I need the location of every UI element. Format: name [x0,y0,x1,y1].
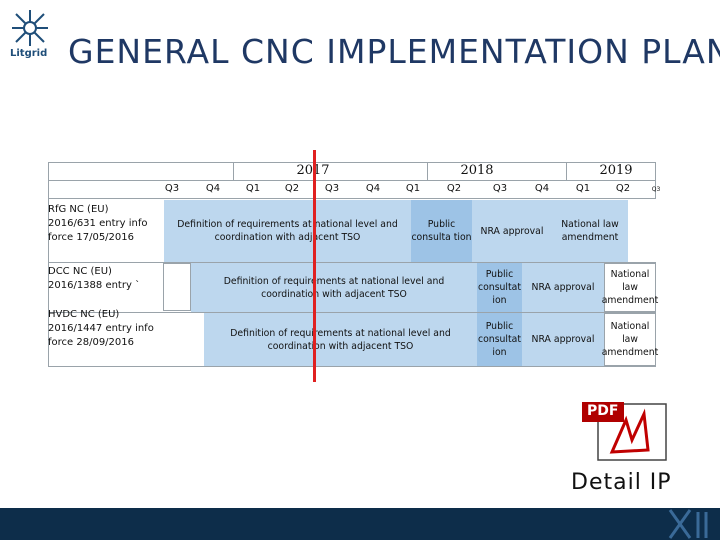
detail-ip-link[interactable]: Detail IP [571,470,672,495]
page-title: GENERAL CNC IMPLEMENTATION PLAN [68,32,720,71]
definition-bar: Definition of requirements at national l… [164,200,411,262]
quarter-label: Q1 [575,183,591,194]
national-law-cell: National law amendment [602,313,658,366]
quarter-label: Q3 [651,186,661,193]
year-2019: 2019 [599,163,633,178]
quarter-label: Q2 [284,183,300,194]
public-consultation-cell: Public consultat ion [477,263,522,312]
empty-cell [163,263,191,311]
pdf-icon [582,402,667,461]
row-label-hvdc: HVDC NC (EU) 2016/1447 entry info force … [48,309,154,348]
quarter-label: Q1 [245,183,261,194]
national-law-cell: National law amendment [602,263,658,312]
litgrid-logo [10,8,50,60]
footer-bar [0,508,720,540]
nra-approval-cell: NRA approval [472,200,552,262]
row-label-dcc: DCC NC (EU) 2016/1388 entry ` [48,266,141,291]
quarter-label: Q1 [405,183,421,194]
quarter-label: Q3 [324,183,340,194]
definition-bar: Definition of requirements at national l… [204,313,477,366]
pdf-document-link[interactable]: PDF [582,400,672,462]
national-law-cell: National law amendment [552,200,628,262]
quarter-label: Q3 [492,183,508,194]
quarter-label: Q4 [205,183,221,194]
quarter-label: Q2 [615,183,631,194]
quarter-label: Q3 [164,183,180,194]
definition-bar: Definition of requirements at national l… [191,263,477,312]
nra-approval-cell: NRA approval [522,313,604,366]
litgrid-logo-icon [12,10,48,46]
nra-approval-cell: NRA approval [522,263,604,312]
year-2018: 2018 [460,163,494,178]
row-label-rfg: RfG NC (EU) 2016/631 entry info force 17… [48,204,148,243]
public-consultation-cell: Public consulta tion [411,200,472,262]
logo-text: Litgrid [10,48,48,59]
public-consultation-cell: Public consultat ion [477,313,522,366]
footer-logo-icon [668,509,708,539]
quarter-label: Q4 [534,183,550,194]
quarter-label: Q2 [446,183,462,194]
pdf-label: PDF [587,403,619,419]
quarter-label: Q4 [365,183,381,194]
current-date-marker [313,150,316,382]
